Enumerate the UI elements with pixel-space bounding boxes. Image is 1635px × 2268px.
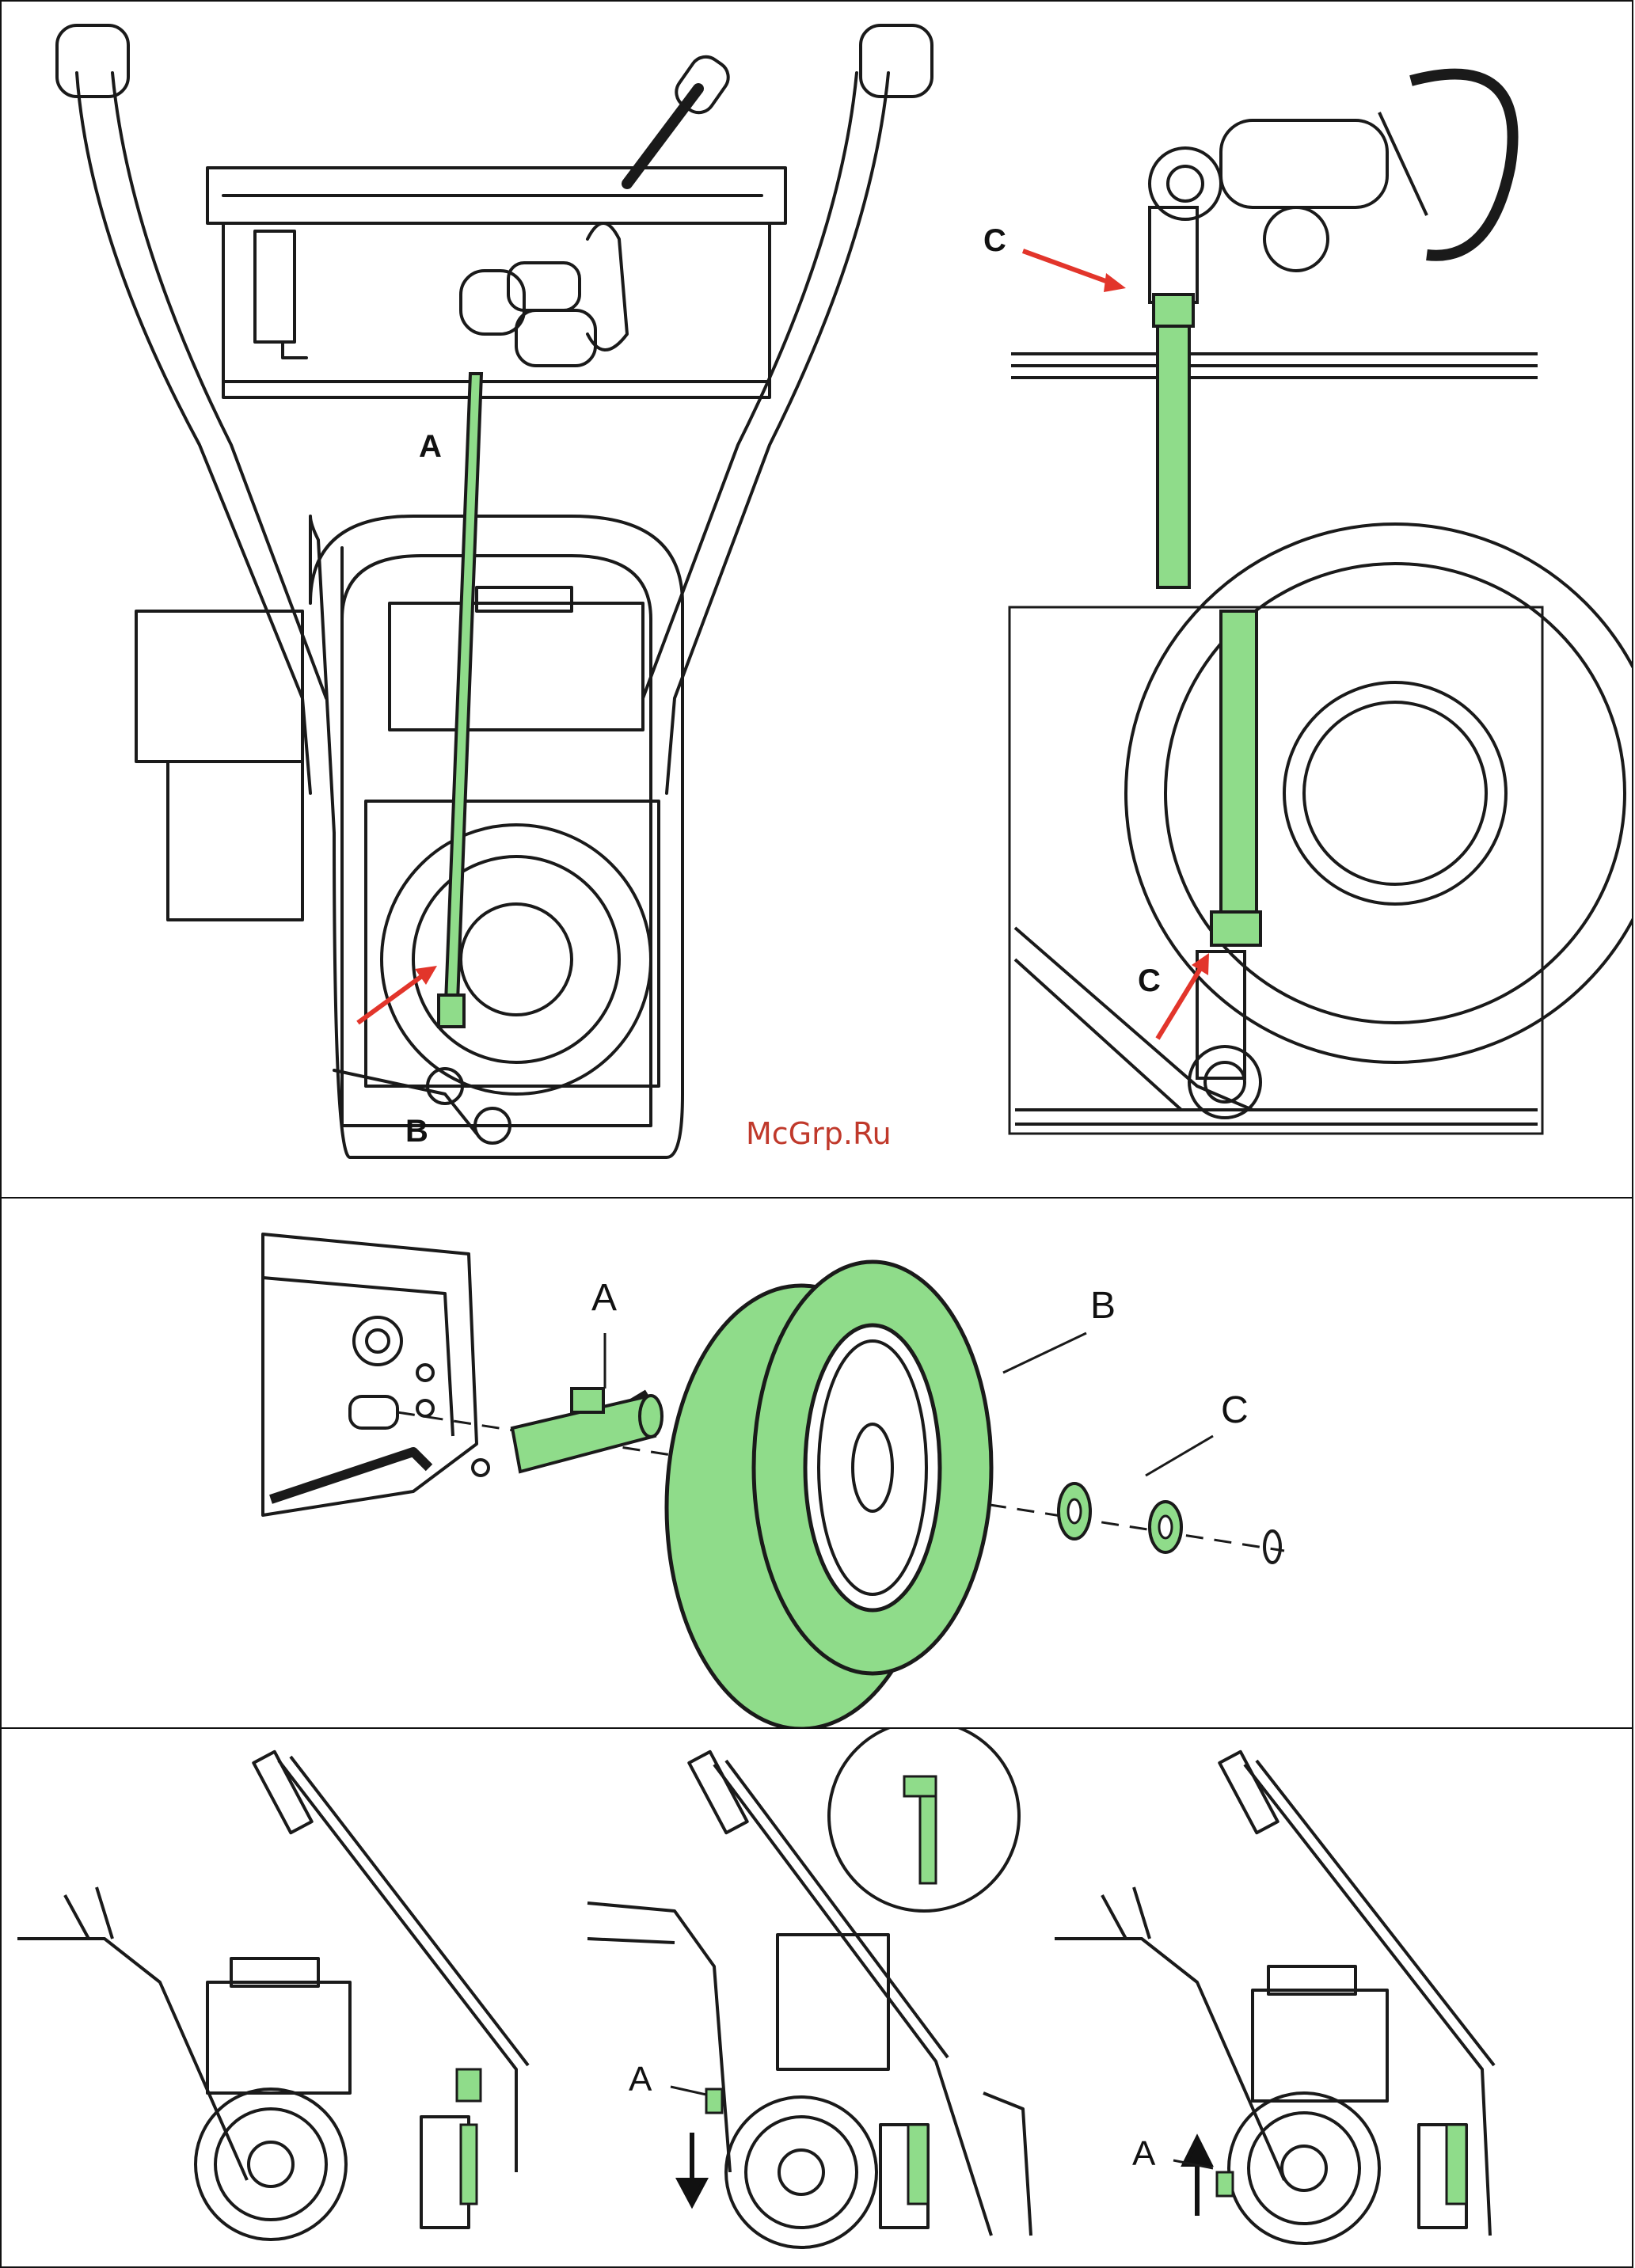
label-c-washers: C [1221, 1389, 1249, 1432]
label-a-view-2: A [629, 2060, 652, 2099]
tiller-view-2 [587, 1729, 1031, 2247]
panel-throttle-linkage: A B C C McGrp.Ru [0, 0, 1633, 1199]
inset-bottom-rod [1211, 611, 1260, 945]
red-arrow-inset-top [1023, 251, 1126, 292]
washers-green [1059, 1484, 1280, 1563]
inset-bottom-detail [1015, 524, 1633, 1124]
inset-top-detail [1011, 74, 1538, 378]
axle-sleeve-green [512, 1389, 662, 1472]
label-c-inset-top: C [983, 223, 1006, 259]
tiller-views-illustration [2, 1729, 1633, 2268]
linkage-illustration [2, 2, 1633, 1199]
label-b-wheel: B [1090, 1284, 1116, 1328]
arrow-down [679, 2133, 705, 2204]
panel-wheel-assembly: A B C [0, 1197, 1633, 1729]
arrow-up [1184, 2139, 1210, 2216]
tiller-view-1 [17, 1752, 528, 2240]
label-c-inset-bottom: C [1138, 963, 1161, 999]
linkage-rod-green [439, 374, 481, 1027]
label-a: A [419, 429, 442, 465]
tiller-view-1-green [457, 2069, 481, 2204]
label-b: B [405, 1114, 428, 1149]
watermark: McGrp.Ru [746, 1116, 892, 1151]
red-arrow-main [358, 966, 437, 1023]
red-arrow-inset-bottom [1158, 953, 1209, 1039]
label-a-view-3: A [1132, 2134, 1155, 2174]
panel-tiller-positions: A A [0, 1727, 1633, 2268]
tiller-view-2-green [706, 1776, 936, 2204]
tiller-view-3 [1055, 1752, 1494, 2243]
inset-top-rod [1154, 294, 1193, 587]
wheel-exploded-illustration [2, 1199, 1633, 1729]
label-a-sleeve: A [591, 1276, 617, 1320]
tire-green [667, 1262, 991, 1729]
